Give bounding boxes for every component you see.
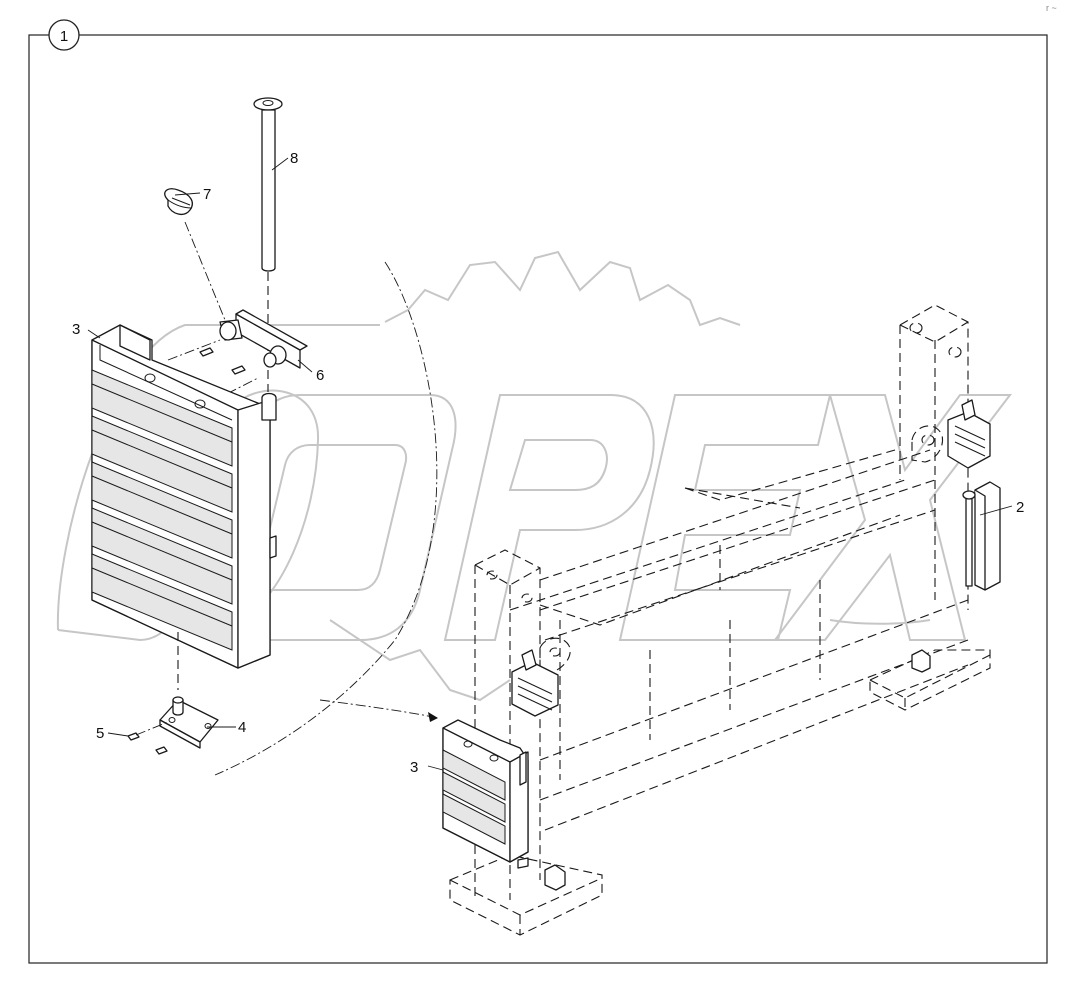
connector-box-upper	[947, 399, 991, 469]
callout-label-2: 2	[1016, 499, 1024, 516]
detail-boundary-arc	[214, 261, 438, 776]
step-panel-mounted	[442, 719, 529, 863]
callout-label-8: 8	[290, 150, 298, 167]
diagram-frame	[28, 34, 1048, 964]
corner-mark: r ~	[1046, 3, 1057, 13]
callout-label-4: 4	[238, 719, 246, 736]
lower-hinge-bracket	[127, 696, 219, 755]
hinge-with-pin	[962, 481, 1001, 591]
group-number-badge: 1	[48, 19, 80, 51]
upper-hinge-bracket	[167, 309, 308, 411]
leader-lines	[87, 157, 1013, 771]
step-panel-exploded	[91, 324, 277, 690]
watermark-letter-p	[443, 394, 655, 641]
callout-label-7: 7	[203, 186, 211, 203]
clip-part	[164, 188, 226, 321]
watermark-letter-e	[618, 394, 832, 641]
callout-label-6: 6	[316, 367, 324, 384]
frame-assembly	[449, 304, 991, 936]
callout-label-3-right: 3	[410, 759, 418, 776]
group-number-text: 1	[60, 28, 68, 45]
watermark-letter-x	[773, 394, 1013, 641]
connector-box-lower	[511, 649, 559, 717]
callout-label-5: 5	[96, 725, 104, 742]
callout-label-3-left: 3	[72, 321, 80, 338]
detail-pointer-line	[319, 699, 439, 719]
